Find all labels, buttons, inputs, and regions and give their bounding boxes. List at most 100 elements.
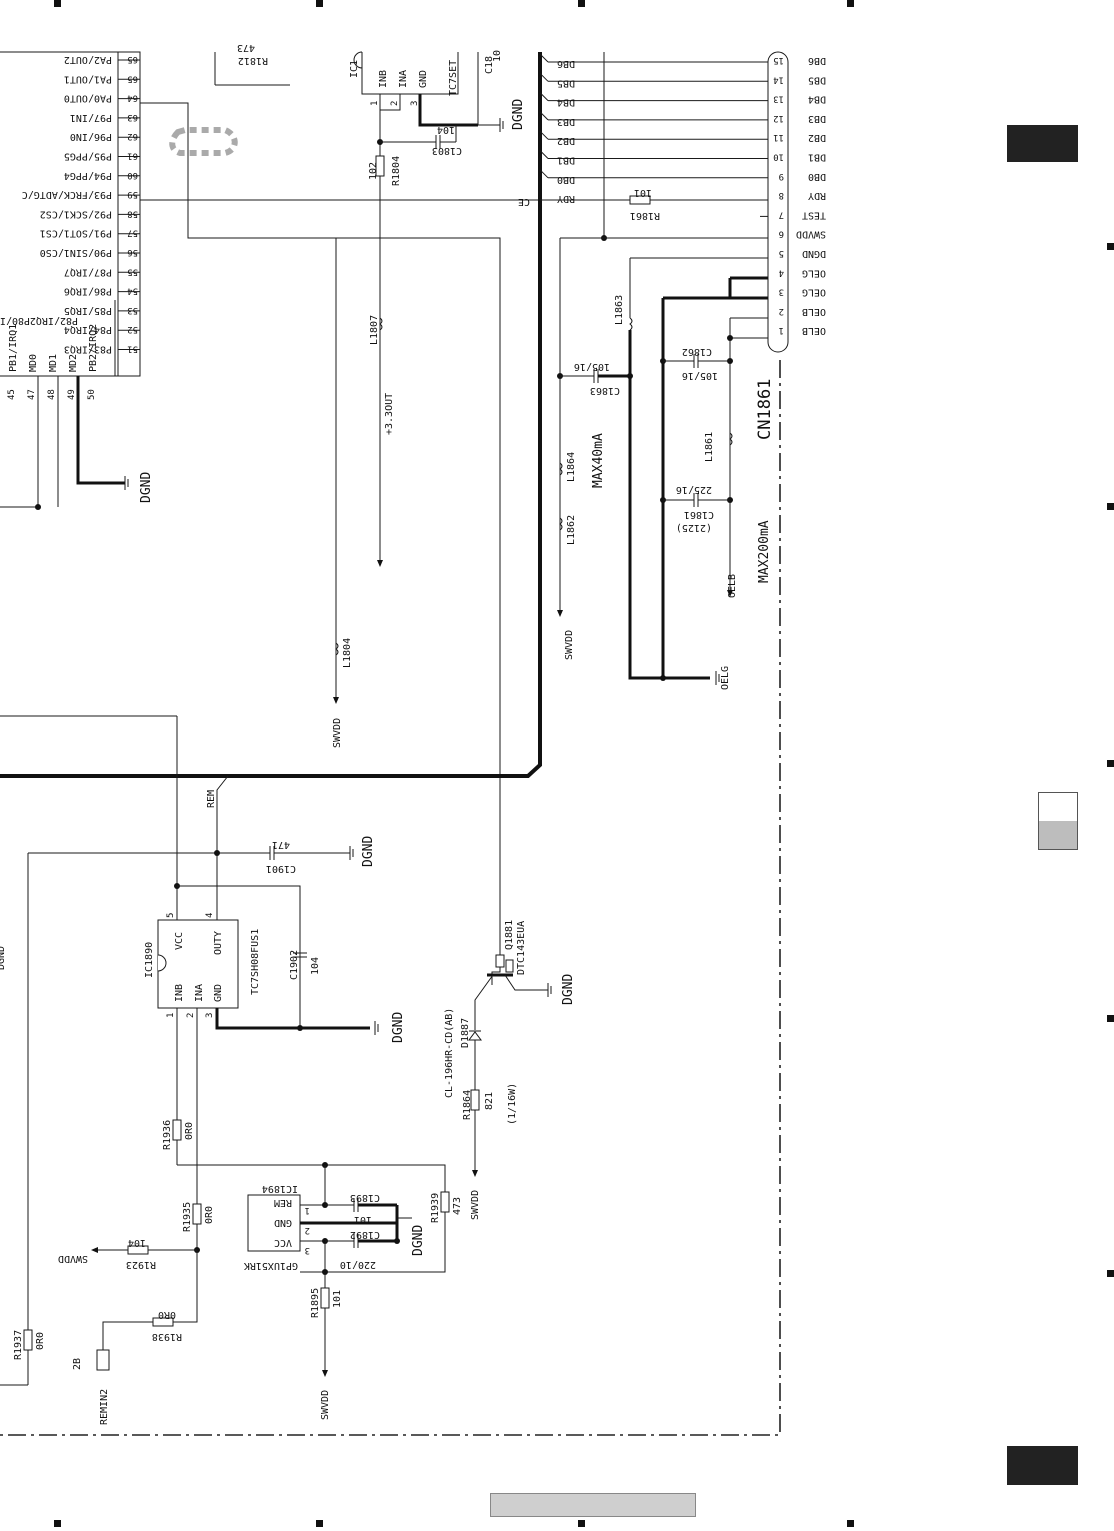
ic1-part: TC7SET <box>448 60 459 96</box>
bus-entry <box>539 92 549 101</box>
r1812-ref: R1812 <box>238 55 268 66</box>
r1936-ref: R1936 <box>162 1120 173 1150</box>
out33-label: +3.3OUT <box>384 393 395 435</box>
ic1890-pin-gnd: GND <box>213 984 224 1002</box>
c1861-ref: C1861 <box>684 509 714 520</box>
r1937-val: 0R0 <box>35 1332 46 1350</box>
page-tab-middle <box>1038 792 1078 850</box>
c1902-ref: C1902 <box>289 950 300 980</box>
c1901-ref: C1901 <box>266 863 296 874</box>
r1861-val: 101 <box>634 187 652 198</box>
oelg-label: OELG <box>720 666 731 690</box>
r1936-val: 0R0 <box>184 1122 195 1140</box>
d1887-ref: D1887 <box>460 1018 471 1048</box>
cn1861-pin-name: DB4 <box>808 94 826 105</box>
r1804-ref: R1804 <box>391 156 402 186</box>
d1887-part: CL-196HR-CD(AB) <box>444 1008 455 1098</box>
r1937: R1937 0R0 <box>13 1329 46 1360</box>
l1804: L1804 SWVDD <box>332 638 353 748</box>
l1804-ref: L1804 <box>342 638 353 668</box>
c1892-ref: C1892 <box>350 1229 380 1240</box>
c1861: 225/16 C1861 (2125) <box>660 484 733 533</box>
cn1861-pin-name: OELG <box>802 287 826 298</box>
mcu-pin-name: PA2/OUT2 <box>64 54 112 65</box>
sheet-ref-2b: 2B <box>72 1358 83 1370</box>
c1902: C1902 104 <box>289 950 321 980</box>
mcu-pin-name: P86/IRQ6 <box>64 286 112 297</box>
mcu-pin-num: 62 <box>127 131 138 141</box>
mcu-pin-name: P93/FRCK/ADTG/C <box>22 189 112 200</box>
ic1894: IC1894 REM GND VCC 1 2 3 GP1UX51RK <box>244 1165 397 1370</box>
r1938-ref: R1938 <box>152 1331 182 1342</box>
page-tab-top <box>1007 125 1078 162</box>
mcu-pin-num: 49 <box>67 389 77 400</box>
mcu-pin-name: P95/PPG5 <box>64 151 112 162</box>
dgnd-symbol: DGND <box>398 1217 426 1256</box>
r1923-val: 104 <box>128 1237 146 1248</box>
c1863-val: 105/16 <box>574 361 610 372</box>
mcu-pin-num: 65 <box>127 54 138 64</box>
mcu-pin-num: 64 <box>127 93 138 103</box>
cn1861-pin-num: 1 <box>779 325 784 335</box>
ic1890-pin-num: 4 <box>205 913 215 918</box>
bus-entry <box>539 150 549 159</box>
cn1861-pin-num: 6 <box>779 229 784 239</box>
ic1-pin-num: 2 <box>390 101 400 106</box>
page-tab-bottom <box>1007 1446 1078 1485</box>
c1892: C1892 220/10 <box>322 1229 397 1270</box>
r1938-val: 0R0 <box>158 1309 176 1320</box>
bus-label: DB2 <box>557 135 575 146</box>
bus-label: DB4 <box>557 97 575 108</box>
l1862-ref: L1862 <box>566 515 577 545</box>
ic1-pin-ina: INA <box>398 70 409 88</box>
l1861-ref: L1861 <box>704 432 715 462</box>
bus-entry <box>539 130 549 140</box>
swvdd-label: SWVDD <box>58 1253 88 1264</box>
cn1861-pin-name: DB6 <box>808 55 826 66</box>
r1939-val: 473 <box>452 1197 463 1215</box>
mcu-pin-num: 58 <box>127 208 138 218</box>
mcu-pin-name: PB1/IRQ1 <box>8 324 19 372</box>
r1804-val: 102 <box>368 162 379 180</box>
r1923-ref: R1923 <box>126 1259 156 1270</box>
ic1-pin-inb: INB <box>378 70 389 88</box>
mcu-pin-num: 48 <box>47 389 57 400</box>
r1938: 0R0 R1938 REMIN2 2B <box>72 1250 198 1425</box>
cn1861-pin-name: OELB <box>802 325 826 336</box>
c1803-ref: C1803 <box>432 145 462 156</box>
r1895-ref: R1895 <box>310 1288 321 1318</box>
dgnd-label: DGND <box>511 99 526 130</box>
swvdd-label: SWVDD <box>564 630 575 660</box>
cn1861-pin-num: 9 <box>779 171 784 181</box>
mcu-pin-label-partial: P80/IRQ0 <box>0 315 30 326</box>
d1887: D1887 CL-196HR-CD(AB) <box>444 1008 482 1098</box>
ic1890-ref: IC1890 <box>144 942 155 978</box>
c1901: 471 C1901 DGND <box>28 836 376 874</box>
mcu-pin-name: P84/IRQ4 <box>64 324 112 335</box>
ic1890-pin-num: 1 <box>166 1013 176 1018</box>
ic1890-pin-outy: OUTY <box>213 931 224 955</box>
ic1894-pin-num: 3 <box>305 1245 310 1255</box>
remin2-label: REMIN2 <box>99 1389 110 1425</box>
cn1861-pin-name: SWVDD <box>796 229 826 240</box>
c1893: C1893 101 <box>322 1192 397 1225</box>
ic1894-pin-vcc: VCC <box>274 1237 292 1248</box>
mcu-pin-name: MD0 <box>28 354 39 372</box>
page-tab-middle-shade <box>1039 821 1077 849</box>
mcu-pin-name: PA1/OUT1 <box>64 73 112 84</box>
r1935-val: 0R0 <box>204 1206 215 1224</box>
r1923: 104 R1923 SWVDD <box>58 1237 197 1270</box>
l1864-ref: L1864 <box>566 452 577 482</box>
ic1890-pin-ina: INA <box>194 984 205 1002</box>
ic1890-pin-num: 3 <box>205 1013 215 1018</box>
ic1894-part: GP1UX51RK <box>244 1260 298 1271</box>
mcu-pin-name: P90/SIN1/CS0 <box>40 247 112 258</box>
q1881-ref: Q1881 <box>504 920 515 950</box>
mcu-pin-num: 53 <box>127 305 138 315</box>
r1861: 101 R1861 <box>629 187 660 221</box>
bus-label: DB1 <box>557 155 575 166</box>
c1803: C1803 104 <box>377 124 462 156</box>
ic1890-part: TC7SH08FUS1 <box>250 929 261 995</box>
mcu-pin-label-partial: P82/IRQ2 <box>30 315 78 326</box>
